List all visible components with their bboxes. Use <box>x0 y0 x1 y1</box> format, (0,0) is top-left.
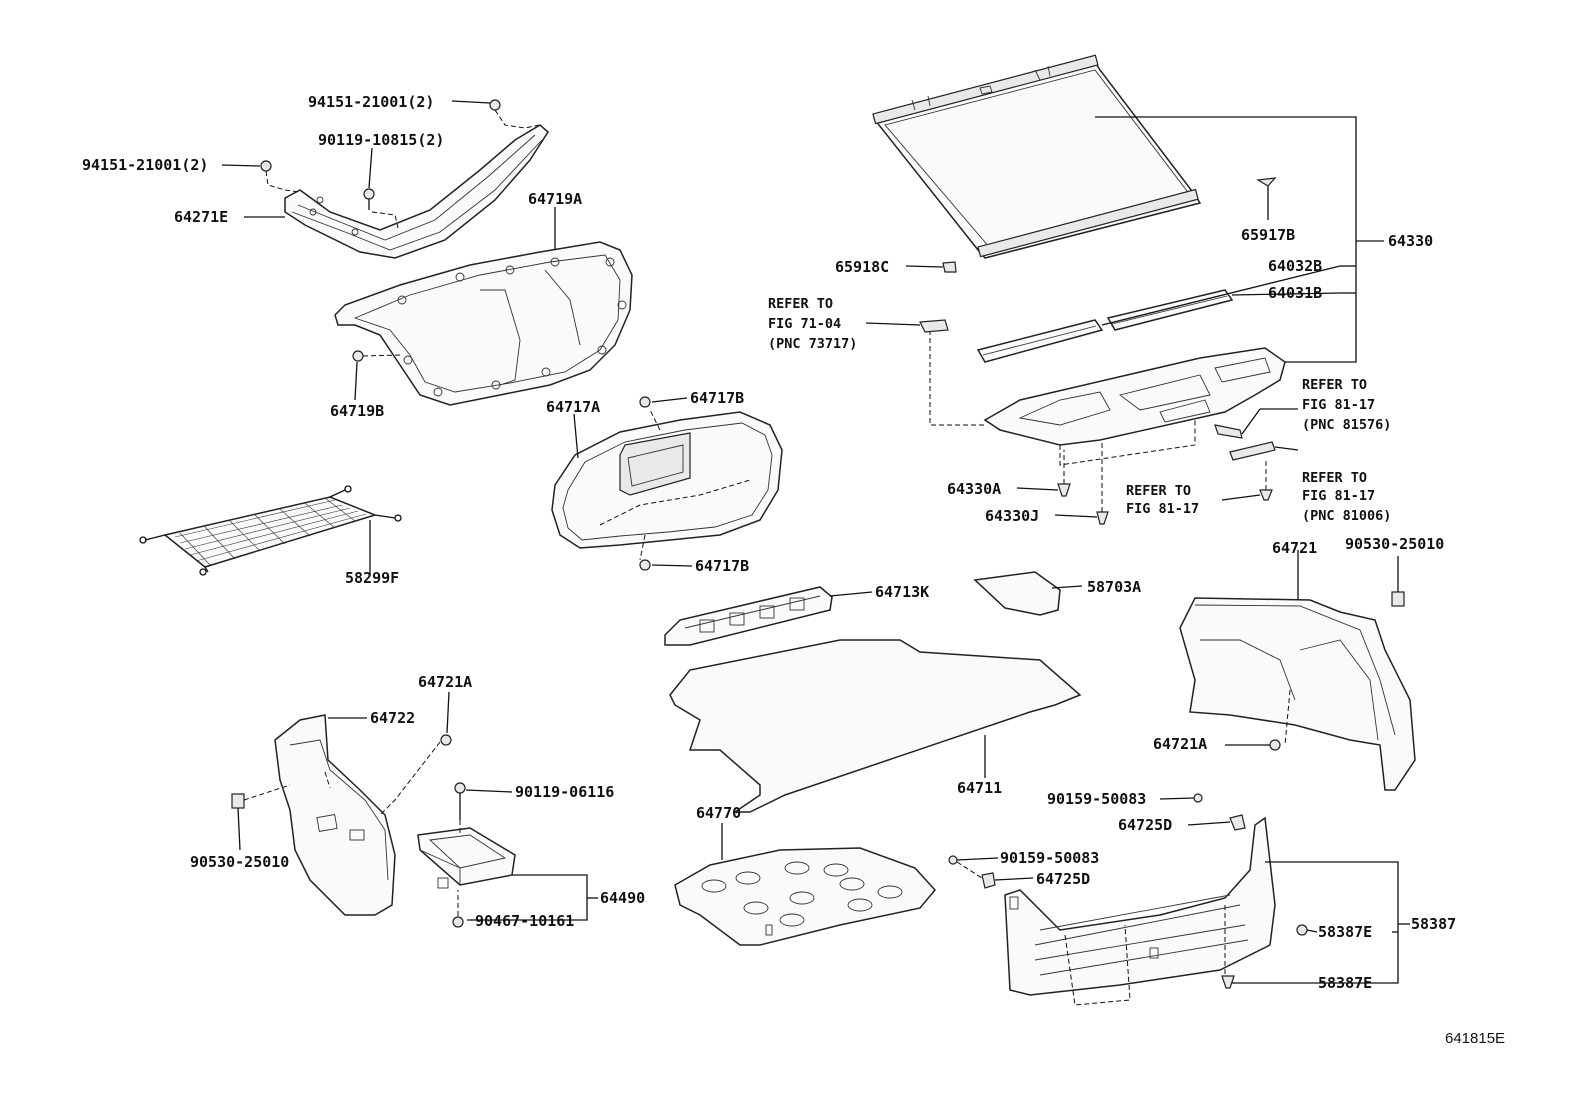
trunk-lid-liner-64719A <box>334 241 633 406</box>
label-64725D-top: 64725D <box>1118 816 1172 834</box>
clip-64717B-bottom <box>639 559 651 571</box>
label-64717B-top: 64717B <box>690 389 744 407</box>
label-90159-50083-bottom: 90159-50083 <box>1000 849 1099 867</box>
label-64721: 64721 <box>1272 539 1317 557</box>
clip-reference-7104 <box>919 319 949 333</box>
clip-64330A <box>1057 450 1071 497</box>
side-trim-64722 <box>274 714 441 916</box>
clip-64719B <box>352 350 401 362</box>
ref-7104-line3: (PNC 73717) <box>768 336 857 352</box>
strip-64031B <box>1106 289 1234 331</box>
label-58299F: 58299F <box>345 569 399 587</box>
bolt-90119-06116 <box>454 782 466 835</box>
clip-65917B <box>1256 177 1277 220</box>
label-58387E-bottom: 58387E <box>1318 974 1372 992</box>
clip-90467-10161 <box>452 890 464 928</box>
label-58703A: 58703A <box>1087 578 1141 596</box>
label-64719A: 64719A <box>528 190 582 208</box>
clip-64717B-top <box>639 396 651 408</box>
clip-64721A-right <box>1269 739 1281 751</box>
trunk-lid-inner-liner-64717A <box>551 409 783 561</box>
label-64717B-bottom: 64717B <box>695 557 749 575</box>
label-64031B: 64031B <box>1268 284 1322 302</box>
spare-cover-64770 <box>674 847 936 946</box>
label-64271E: 64271E <box>174 208 228 226</box>
label-64032B: 64032B <box>1268 257 1322 275</box>
label-90119-06116: 90119-06116 <box>515 783 614 801</box>
reference-leader-7104 <box>929 330 985 426</box>
label-64717A: 64717A <box>546 398 600 416</box>
label-64490: 64490 <box>600 889 645 907</box>
ref-8117a-line2: FIG 81-17 <box>1302 397 1375 413</box>
clip-90530-right <box>1391 591 1405 607</box>
label-64330A: 64330A <box>947 480 1001 498</box>
figure-code: 641815E <box>1445 1030 1505 1047</box>
clip-64725D-top <box>1229 814 1246 831</box>
clip-90530-left <box>231 784 291 809</box>
label-64721A-right: 64721A <box>1153 735 1207 753</box>
leader-lines <box>221 100 1410 984</box>
label-64330: 64330 <box>1388 232 1433 250</box>
floor-mat-64711 <box>669 639 1082 813</box>
label-64711: 64711 <box>957 779 1002 797</box>
clip-58387E-bot <box>1221 975 1235 989</box>
package-tray <box>983 347 1286 466</box>
label-64721A-left: 64721A <box>418 673 472 691</box>
label-64725D-bottom: 64725D <box>1036 870 1090 888</box>
label-65918C: 65918C <box>835 258 889 276</box>
ref-7104-line1: REFER TO <box>768 296 833 312</box>
ref-8117c-line2: FIG 81-17 <box>1302 488 1375 504</box>
cargo-net-58299F <box>139 485 402 576</box>
clip-58387E-top <box>1296 924 1308 936</box>
label-58387: 58387 <box>1411 915 1456 933</box>
ref-8117b-line2: FIG 81-17 <box>1126 501 1199 517</box>
trim-panel-64713K <box>664 586 833 646</box>
clip-64725D-bot <box>981 872 996 889</box>
label-90467-10161: 90467-10161 <box>475 912 574 930</box>
clip-94151-left <box>260 160 301 193</box>
screw-90159-top <box>1193 793 1203 803</box>
label-64713K: 64713K <box>875 583 929 601</box>
label-64719B: 64719B <box>330 402 384 420</box>
label-90530-25010-left: 90530-25010 <box>190 853 289 871</box>
label-64722: 64722 <box>370 709 415 727</box>
label-65917B: 65917B <box>1241 226 1295 244</box>
label-90159-50083-top: 90159-50083 <box>1047 790 1146 808</box>
tonneau-cover-64330 <box>872 54 1202 259</box>
bolt-refer-8117 <box>1259 460 1273 501</box>
storage-box-64490 <box>417 827 516 889</box>
clip-65918C <box>942 261 957 273</box>
ref-8117c-line3: (PNC 81006) <box>1302 508 1391 524</box>
label-94151-21001-top: 94151-21001(2) <box>308 93 434 111</box>
label-90530-25010-right: 90530-25010 <box>1345 535 1444 553</box>
clip-64721A-left <box>440 734 452 746</box>
ref-8117c-line1: REFER TO <box>1302 470 1367 486</box>
label-64330J: 64330J <box>985 507 1039 525</box>
rear-trim-58387 <box>1004 816 1276 1006</box>
label-64770: 64770 <box>696 804 741 822</box>
clip-94151-top <box>489 99 541 129</box>
part-labels: 94151-21001(2) 90119-10815(2) 94151-2100… <box>82 93 1505 1047</box>
bracket-8117 <box>1214 424 1276 461</box>
weatherstrip-64271E <box>284 124 549 259</box>
label-58387E-top: 58387E <box>1318 923 1372 941</box>
ref-7104-line2: FIG 71-04 <box>768 316 841 332</box>
strip-64032B <box>976 319 1104 363</box>
label-90119-10815: 90119-10815(2) <box>318 131 444 149</box>
ref-8117b-line1: REFER TO <box>1126 483 1191 499</box>
mat-58703A <box>973 571 1061 616</box>
screw-90119-10815 <box>363 188 399 229</box>
ref-8117a-line1: REFER TO <box>1302 377 1367 393</box>
label-94151-21001-left: 94151-21001(2) <box>82 156 208 174</box>
ref-8117a-line3: (PNC 81576) <box>1302 417 1391 433</box>
side-trim-64721 <box>1179 597 1416 791</box>
clip-64330J <box>1096 440 1109 525</box>
